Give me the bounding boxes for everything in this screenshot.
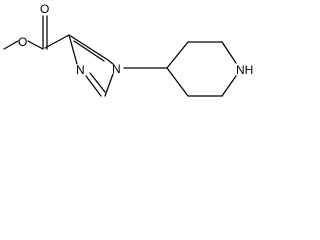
bond-pip-c5-c4	[166, 67, 189, 97]
bond-c4-n3	[68, 34, 78, 65]
bond-c4-c5-inner	[73, 40, 105, 62]
bond-n1-c5	[107, 59, 114, 65]
bond-methyl-o	[3, 40, 19, 50]
bond-carbonyl-ring	[44, 34, 70, 49]
atom-label-ester-o1: O	[18, 35, 27, 49]
bond-c2-n1	[104, 73, 114, 97]
bond-c4-c5	[68, 34, 109, 61]
bond-o-carbonyl	[27, 40, 44, 50]
bond-n3-c2-a	[85, 75, 102, 97]
bond-pip-c2-n	[221, 41, 237, 64]
bond-n3-c2-b	[89, 72, 106, 93]
atom-label-ester-o2: O	[40, 2, 49, 16]
bond-pip-c4-c3	[166, 41, 189, 69]
atom-label-imidazole-n3: N	[76, 63, 85, 77]
atom-label-piperidine-nh: NH	[236, 63, 253, 77]
bond-pip-n-c6	[221, 75, 237, 97]
structure-diagram: O O N N NH	[3, 2, 253, 97]
atom-label-imidazole-n1: N	[112, 62, 121, 76]
